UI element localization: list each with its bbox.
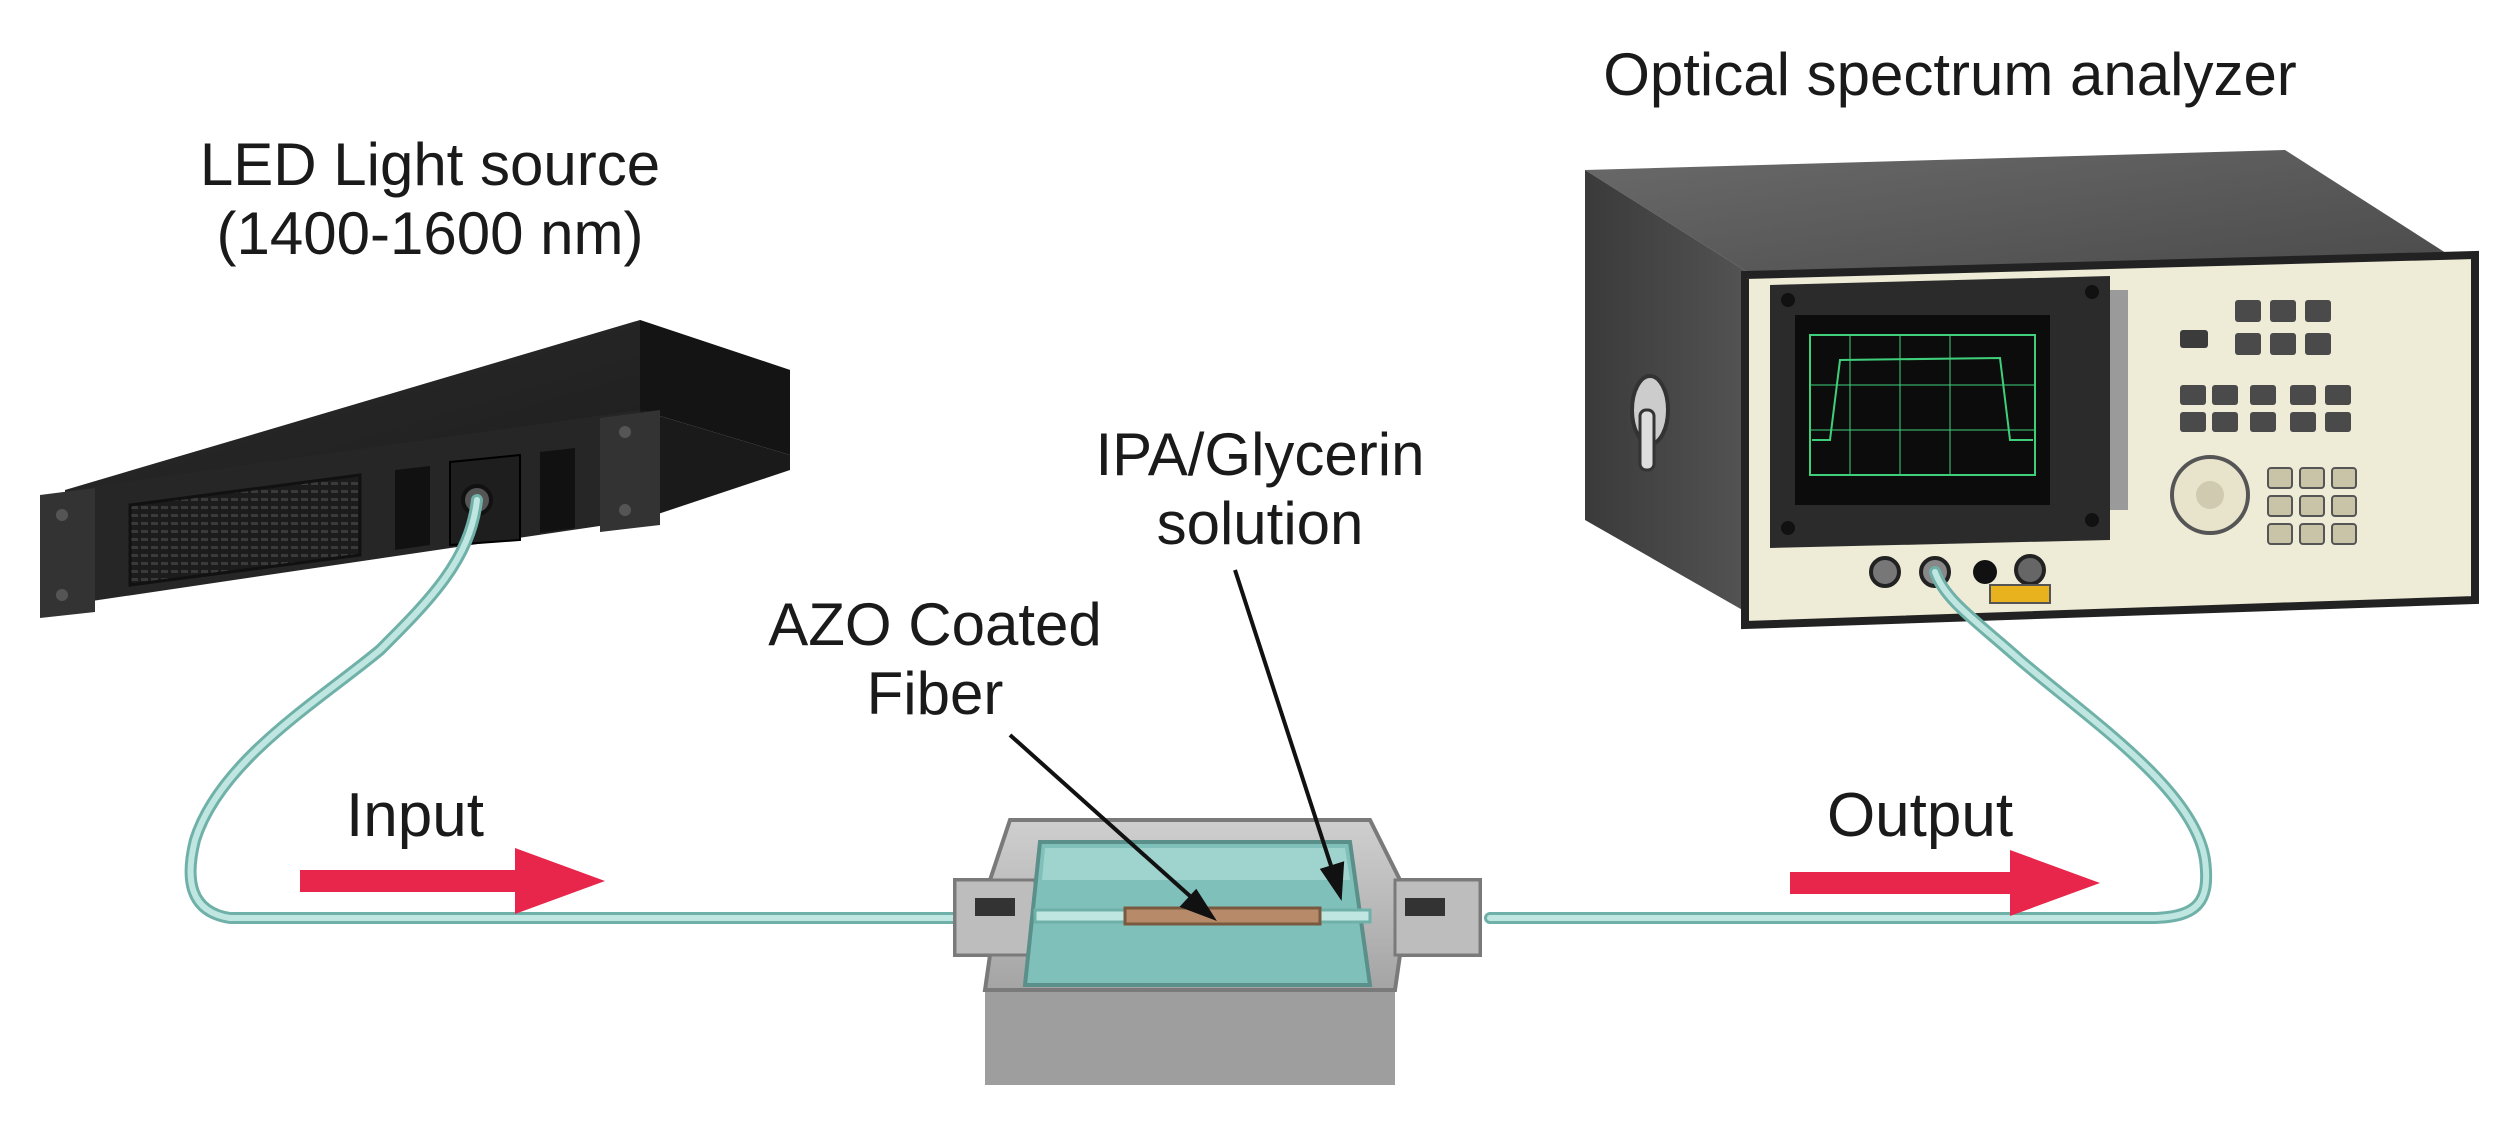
ipa-label: IPA/Glycerin solution [1050,420,1470,558]
led-light-source [40,320,790,618]
ipa-label-line2: solution [1156,490,1364,557]
annotation-leaders [1008,569,1345,922]
led-rack-ear-right [600,410,660,532]
azo-label-line2: Fiber [866,660,1004,727]
osa-side-face [1585,170,1760,620]
ipa-leader-line [1233,569,1337,879]
holder-tab-right [1393,878,1482,957]
fiber-path [184,494,2213,924]
input-label: Input [346,781,484,850]
osa-title: Optical spectrum analyzer [1603,41,2297,108]
osa-screen-trace [1809,334,2036,476]
osa-keypad-middle [2180,385,2351,432]
sample-holder [953,818,1482,1085]
optical-spectrum-analyzer [1585,150,2479,630]
azo-leader-line [1008,733,1202,907]
led-title-line2: (1400-1600 nm) [216,200,644,267]
input-arrow [300,848,605,914]
osa-screen [1795,315,2050,505]
led-title: LED Light source (1400-1600 nm) [150,130,710,268]
azo-label: AZO Coated Fiber [720,590,1150,728]
osa-numeric-keypad [2267,467,2357,545]
led-title-line1: LED Light source [199,131,661,198]
osa-top-face [1585,150,2460,280]
holder-tab-left [953,878,1037,957]
osa-keypad-top [2180,300,2331,355]
output-arrow [1790,850,2100,916]
ipa-label-line1: IPA/Glycerin [1095,421,1425,488]
led-vent-grille [128,473,362,587]
output-label: Output [1826,781,2014,850]
led-rack-ear-left [40,488,95,618]
azo-coated-section [1123,906,1322,926]
azo-label-line1: AZO Coated [768,591,1102,658]
